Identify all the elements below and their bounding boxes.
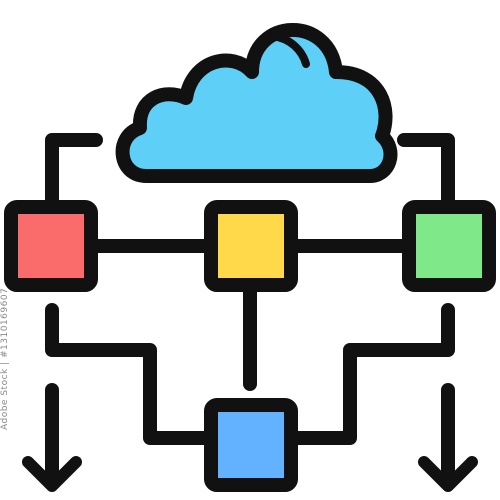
cloud-icon (115, 23, 398, 183)
node-bottom (204, 398, 298, 492)
arrow-down-right-head (418, 456, 478, 492)
connector-top-left (45, 133, 103, 207)
cloud-shape (115, 23, 398, 183)
connector-lines (45, 133, 455, 491)
arrow-down-icon (22, 456, 478, 492)
connector-top-right (397, 133, 455, 207)
connector-right-bottom (287, 303, 455, 445)
connector-left-bottom (45, 303, 213, 445)
watermark-text: Adobe Stock | #1310169607 (0, 287, 10, 430)
node-left (4, 200, 98, 292)
arrow-down-left-head (22, 456, 82, 492)
network-nodes (4, 200, 496, 492)
node-right (402, 200, 496, 292)
node-center (204, 200, 298, 292)
cloud-highlight (268, 32, 310, 68)
